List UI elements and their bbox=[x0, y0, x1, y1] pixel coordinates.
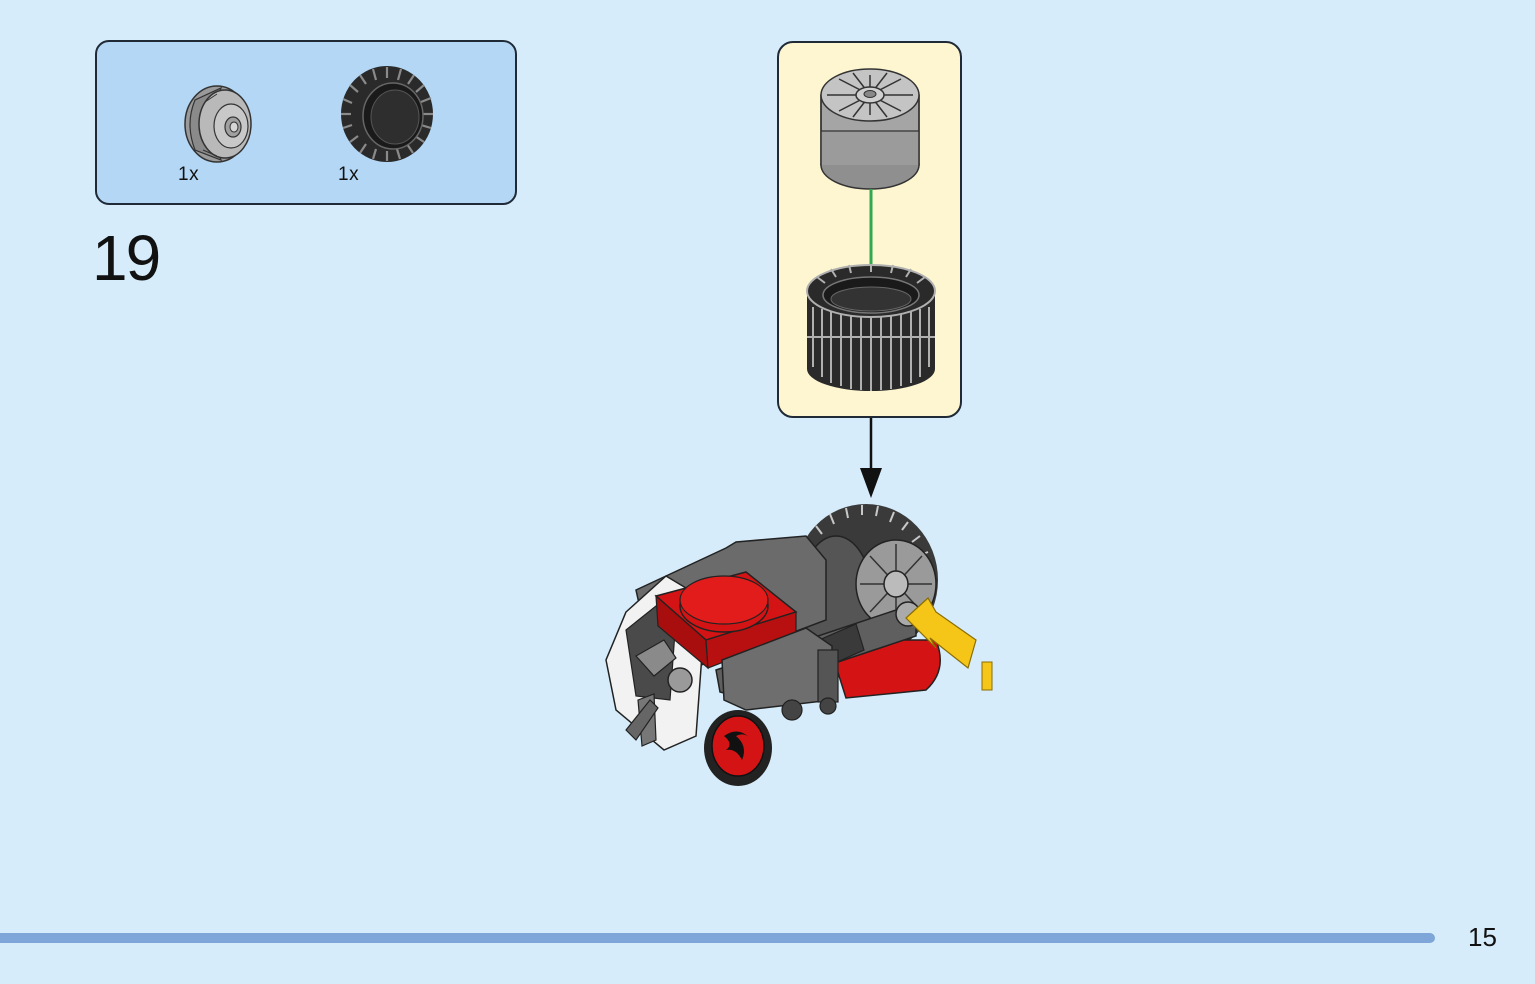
step-number: 19 bbox=[92, 222, 161, 294]
page-number: 15 bbox=[1468, 922, 1497, 952]
footer-progress-bar bbox=[0, 933, 1435, 943]
vehicle-model bbox=[596, 500, 996, 795]
part-quantity: 1x bbox=[338, 164, 360, 185]
callout-wheel-rim bbox=[817, 65, 923, 198]
callout-tire bbox=[803, 255, 939, 400]
attach-arrow-yellow bbox=[905, 597, 993, 691]
subassembly-callout bbox=[777, 41, 962, 418]
front-wheel-emblem bbox=[704, 710, 772, 786]
attach-arrow-down bbox=[857, 418, 885, 505]
wheel-rim-part bbox=[175, 80, 265, 168]
tire-part bbox=[337, 64, 439, 166]
part-quantity: 1x bbox=[178, 164, 200, 185]
parts-list-box: 1x 1x bbox=[95, 40, 517, 205]
